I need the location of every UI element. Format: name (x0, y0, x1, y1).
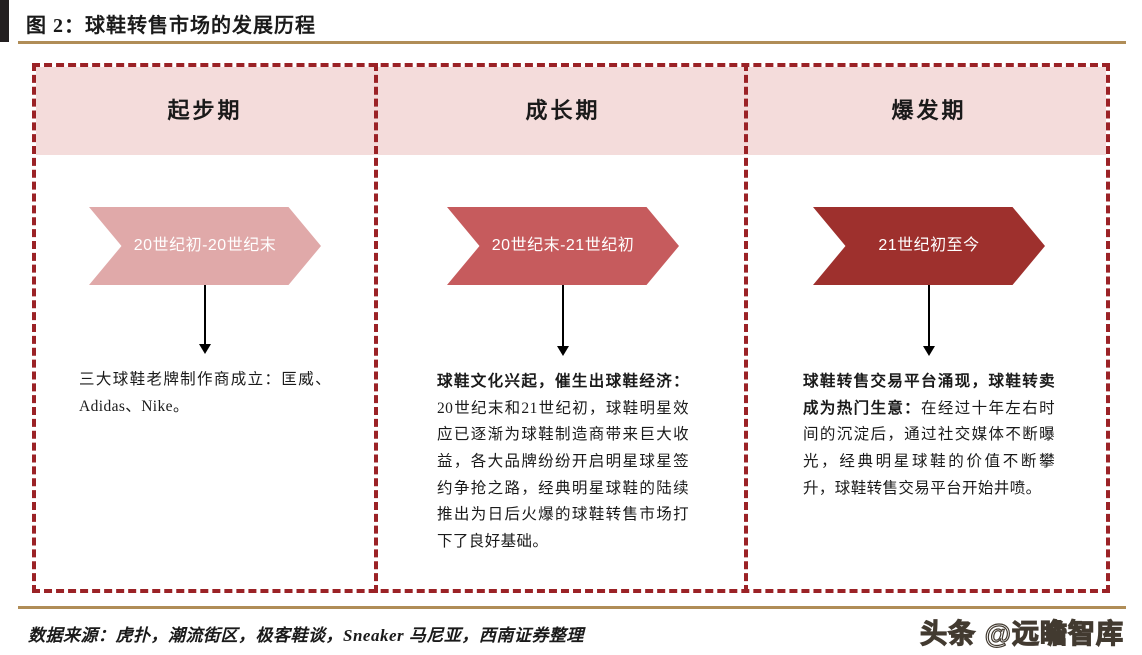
connector-arrow-3 (928, 285, 930, 347)
stage-header-1: 起步期 (32, 63, 378, 155)
divider-top (18, 41, 1126, 44)
source-note: 数据来源：虎扑，潮流街区，极客鞋谈，Sneaker 马尼亚，西南证券整理 (28, 625, 584, 645)
stage-column-2: 成长期 20世纪末-21世纪初 球鞋文化兴起，催生出球鞋经济： 20世纪末和21世… (378, 63, 748, 593)
figure-title-row: 图 2：球鞋转售市场的发展历程 (26, 6, 316, 40)
stage-header-2: 成长期 (378, 63, 748, 155)
stage-column-1: 起步期 20世纪初-20世纪末 三大球鞋老牌制作商成立：匡威、Adidas、Ni… (32, 63, 378, 593)
column-separator-1 (374, 63, 378, 593)
column-separator-2 (744, 63, 748, 593)
stage-body-rest: 三大球鞋老牌制作商成立：匡威、Adidas、Nike。 (79, 371, 331, 415)
header-band (36, 67, 1106, 155)
stage-body-rest: 20世纪末和21世纪初，球鞋明星效应已逐渐为球鞋制造商带来巨大收益，各大品牌纷纷… (437, 399, 689, 550)
footer: 数据来源：虎扑，潮流街区，极客鞋谈，Sneaker 马尼亚，西南证券整理 (28, 616, 584, 650)
stage-columns: 起步期 20世纪初-20世纪末 三大球鞋老牌制作商成立：匡威、Adidas、Ni… (32, 63, 1110, 593)
stage-body-rest: 在经过十年左右时间的沉淀后，通过社交媒体不断曝光，经典明星球鞋的价值不断攀升，球… (803, 399, 1055, 497)
chevron-label: 20世纪末-21世纪初 (491, 237, 635, 255)
stage-header-label: 起步期 (167, 98, 243, 123)
body-wrap-2: 球鞋文化兴起，催生出球鞋经济： 20世纪末和21世纪初，球鞋明星效应已逐渐为球鞋制… (378, 369, 748, 556)
page-title: 图 2：球鞋转售市场的发展历程 (26, 14, 316, 37)
watermark-label: 头条 @远瞻智库 (920, 618, 1124, 649)
chevron-wrap-1: 20世纪初-20世纪末 (32, 207, 378, 285)
stage-header-3: 爆发期 (748, 63, 1110, 155)
body-wrap-3: 球鞋转售交易平台涌现，球鞋转卖成为热门生意：在经过十年左右时间的沉淀后，通过社交… (748, 369, 1110, 502)
stage-body-3: 球鞋转售交易平台涌现，球鞋转卖成为热门生意：在经过十年左右时间的沉淀后，通过社交… (803, 369, 1055, 502)
stage-column-3: 爆发期 21世纪初至今 球鞋转售交易平台涌现，球鞋转卖成为热门生意：在经过十年左… (748, 63, 1110, 593)
connector-arrow-1 (204, 285, 206, 345)
chevron-label: 20世纪初-20世纪末 (133, 237, 277, 255)
chevron-wrap-2: 20世纪末-21世纪初 (378, 207, 748, 285)
stage-body-lead: 球鞋转售交易平台涌现，球鞋转卖成为热门生意： (803, 373, 1055, 417)
stage-body-1: 三大球鞋老牌制作商成立：匡威、Adidas、Nike。 (79, 367, 331, 420)
stage-body-2: 球鞋文化兴起，催生出球鞋经济： 20世纪末和21世纪初，球鞋明星效应已逐渐为球鞋制… (437, 369, 689, 556)
chevron-wrap-3: 21世纪初至今 (748, 207, 1110, 285)
diagram-frame (32, 63, 1110, 593)
stage-header-label: 爆发期 (891, 98, 967, 123)
watermark: 头条 @远瞻智库 (920, 612, 1124, 651)
stage-header-label: 成长期 (525, 98, 601, 123)
stage-chevron-1: 20世纪初-20世纪末 (89, 207, 321, 285)
stage-chevron-2: 20世纪末-21世纪初 (447, 207, 679, 285)
stage-body-lead: 球鞋文化兴起，催生出球鞋经济： (437, 373, 689, 390)
body-wrap-1: 三大球鞋老牌制作商成立：匡威、Adidas、Nike。 (32, 367, 378, 420)
stage-chevron-3: 21世纪初至今 (813, 207, 1045, 285)
divider-bottom (18, 606, 1126, 609)
chevron-label: 21世纪初至今 (878, 237, 980, 255)
title-accent-bar (0, 0, 9, 42)
connector-arrow-2 (562, 285, 564, 347)
